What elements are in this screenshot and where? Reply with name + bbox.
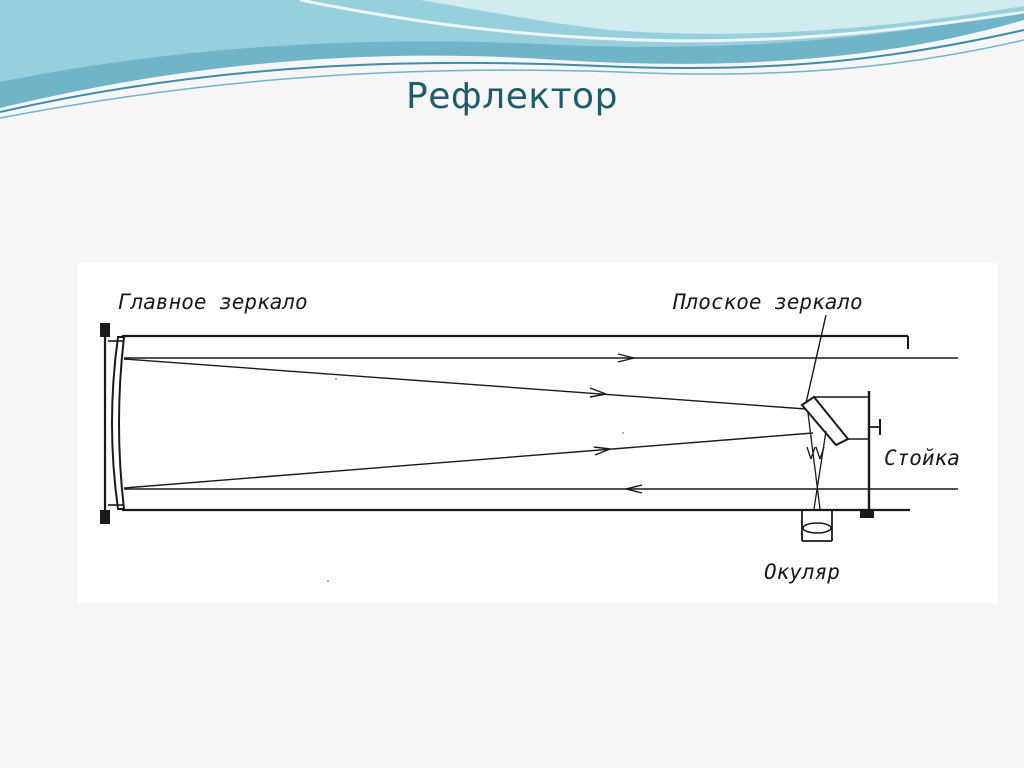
- mirror-cell-bottom: [100, 510, 110, 524]
- reflected-ray-bottom-arrow: [593, 446, 611, 456]
- scan-speck: [335, 378, 337, 380]
- incoming-ray-top-arrow: [617, 353, 635, 363]
- label-eyepiece: Окуляр: [764, 560, 840, 584]
- eyepiece-ray-left-arrow: [806, 446, 816, 460]
- stand-foot: [860, 510, 874, 518]
- eyepiece-ray-right-arrow: [815, 446, 825, 460]
- main-mirror: [111, 336, 126, 510]
- mirror-cell-top: [100, 323, 110, 337]
- incoming-ray-bottom-arrow: [625, 484, 643, 494]
- scan-speck: [327, 580, 329, 582]
- reflected-ray-bottom: [123, 432, 814, 489]
- header-wave-decoration: [0, 0, 1024, 119]
- slide-title: Рефлектор: [406, 76, 618, 117]
- reflected-ray-top: [123, 358, 807, 410]
- label-stand: Стойка: [884, 446, 960, 470]
- eyepiece-lens: [802, 522, 832, 534]
- flat-mirror-pointer: [805, 314, 827, 404]
- reflector-telescope-diagram: Главное зеркало Плоское зеркало Стойка О…: [100, 290, 960, 584]
- label-flat-mirror: Плоское зеркало: [672, 290, 863, 314]
- eyepiece-ray-left: [807, 412, 821, 510]
- reflected-ray-top-arrow: [589, 387, 607, 398]
- scan-speck: [622, 432, 624, 434]
- eyepiece-ray-right: [813, 430, 827, 510]
- reflector-diagram-panel: Главное зеркало Плоское зеркало Стойка О…: [78, 263, 998, 603]
- label-main-mirror: Главное зеркало: [118, 290, 308, 314]
